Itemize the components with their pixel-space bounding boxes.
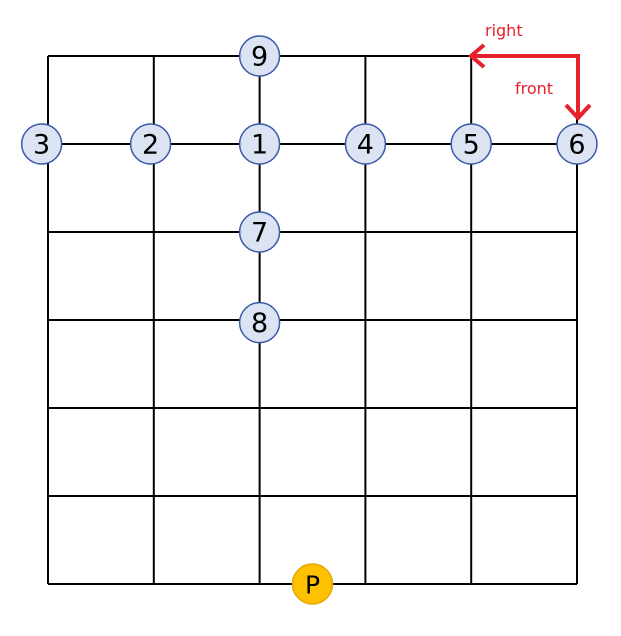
node-label: 4	[357, 130, 374, 161]
node-marker: 1	[238, 123, 281, 165]
node-marker: 2	[129, 123, 172, 165]
node-marker: 4	[344, 123, 387, 165]
right-direction-label: right	[485, 21, 523, 40]
node-marker: 7	[238, 211, 281, 253]
node-label: 3	[33, 130, 50, 161]
node-marker: 5	[450, 123, 492, 165]
node-label: 2	[142, 130, 159, 161]
node-marker: 8	[238, 301, 281, 344]
player-marker: P	[291, 563, 334, 605]
front-arrowhead	[564, 103, 592, 121]
direction-arrow-path	[472, 54, 580, 118]
node-circle	[344, 123, 387, 165]
node-label: 5	[463, 130, 480, 161]
node-circle	[238, 211, 281, 253]
player-label: P	[305, 571, 320, 600]
node-label: 7	[251, 218, 268, 249]
right-arrowhead	[467, 43, 486, 69]
node-marker: 3	[20, 123, 63, 165]
node-label: 1	[251, 130, 268, 161]
node-circle	[129, 123, 172, 165]
node-marker: 9	[238, 35, 281, 77]
player-circle	[291, 563, 334, 605]
node-circle	[450, 123, 492, 165]
node-circle	[238, 35, 281, 77]
node-label: 6	[568, 130, 585, 161]
node-circle	[20, 123, 63, 165]
node-marker: 6	[556, 123, 598, 165]
node-label: 8	[251, 308, 268, 339]
direction-indicator: right front	[467, 21, 592, 121]
node-circle	[238, 123, 281, 165]
node-circle	[556, 123, 598, 165]
node-circle	[238, 301, 281, 344]
node-label: 9	[251, 42, 268, 73]
node-markers: 9 3 2 1 4 5 6 7 8	[20, 35, 598, 344]
grid-lines	[47, 55, 578, 585]
front-direction-label: front	[515, 79, 553, 98]
